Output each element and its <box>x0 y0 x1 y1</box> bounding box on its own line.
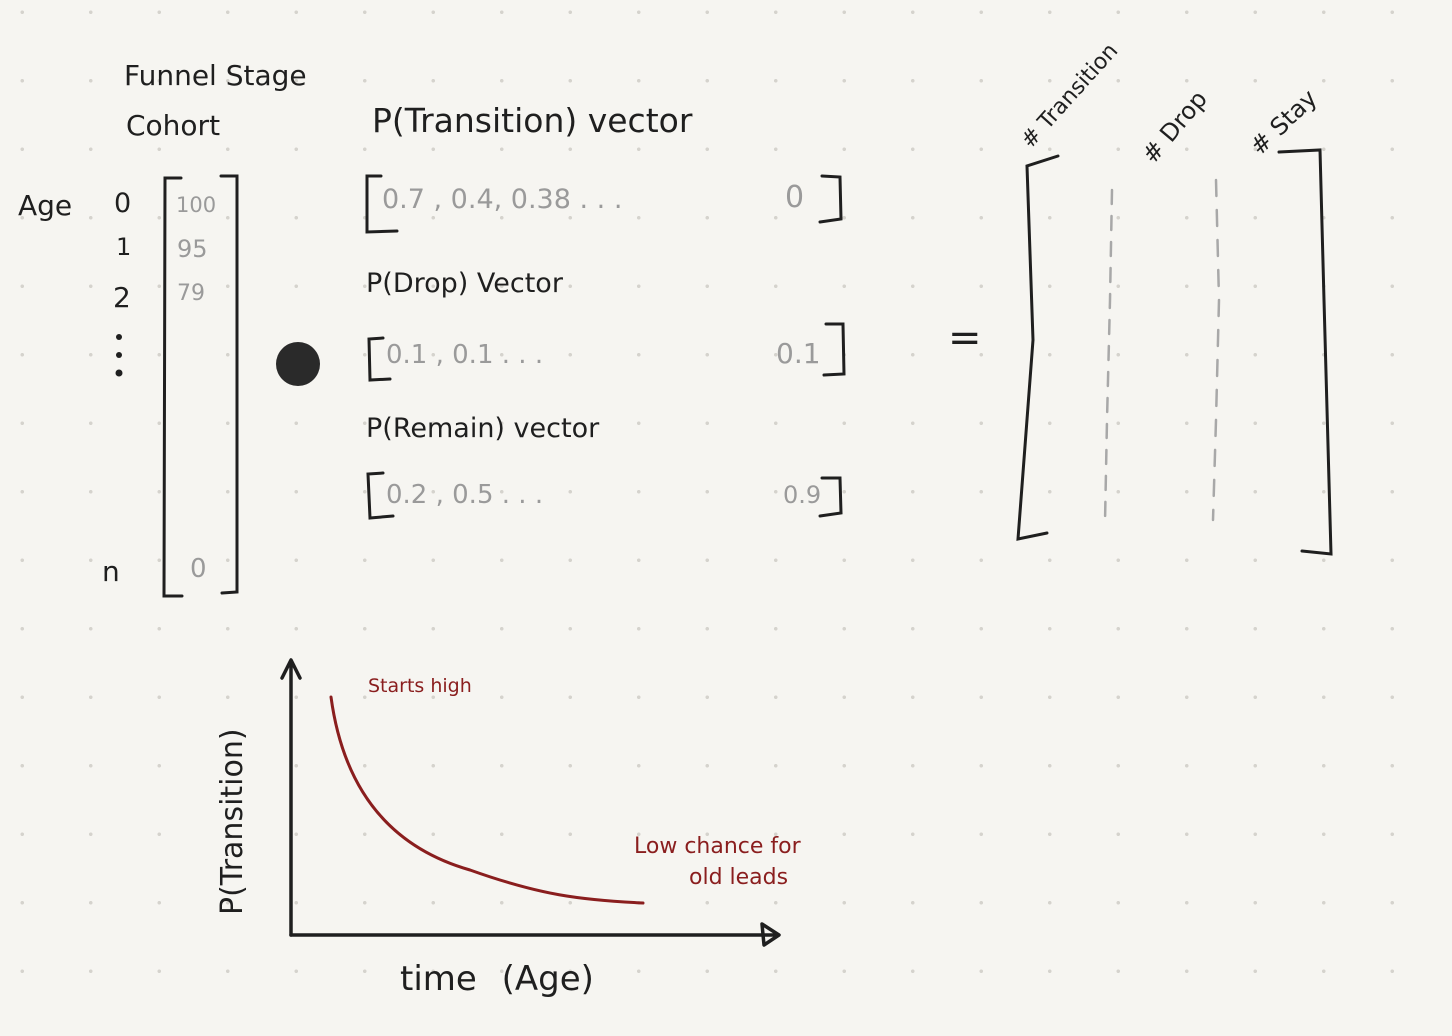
matrix-divider-1 <box>1103 188 1114 524</box>
transition-left-bracket <box>365 174 399 234</box>
cohort-value-2: 79 <box>177 281 205 306</box>
age-1: 1 <box>116 233 132 261</box>
cohort-left-bracket <box>162 176 184 598</box>
matrix-divider-2 <box>1211 178 1221 522</box>
chart-x-axis-label: time (Age) <box>400 959 594 999</box>
dot-product-operator <box>276 342 320 386</box>
age-2: 2 <box>113 281 131 314</box>
chart-series-line <box>329 695 645 905</box>
remain-vector-values: 0.2 , 0.5 . . . <box>386 480 544 510</box>
age-label: Age <box>18 189 73 222</box>
drop-vector-last: 0.1 <box>776 337 821 370</box>
chart-annotation-end-line2: old leads <box>689 865 789 890</box>
age-ellipsis-dot <box>116 334 122 340</box>
age-n: n <box>102 555 120 588</box>
remain-vector-title: P(Remain) vector <box>366 413 600 444</box>
cohort-right-bracket <box>219 174 239 595</box>
cohort-title-line1: Funnel Stage <box>124 59 307 92</box>
age-ellipsis-dot <box>116 352 122 358</box>
cohort-title-line2: Cohort <box>126 109 221 142</box>
transition-vector-title: P(Transition) vector <box>372 101 693 140</box>
matrix-right-bracket <box>1277 148 1333 556</box>
cohort-value-n: 0 <box>190 554 207 584</box>
chart-x-axis <box>289 922 781 947</box>
age-ellipsis-dot <box>115 369 123 377</box>
chart-y-axis <box>280 658 302 937</box>
cohort-value-1: 95 <box>177 235 208 263</box>
cohort-value-0: 100 <box>176 193 217 217</box>
matrix-left-bracket <box>1016 154 1060 541</box>
drop-left-bracket <box>367 336 392 382</box>
chart-annotation-end-line1: Low chance for <box>634 834 801 859</box>
transition-vector-last: 0 <box>785 180 805 215</box>
age-0: 0 <box>114 188 132 219</box>
transition-right-bracket <box>818 174 843 224</box>
chart-annotation-start: Starts high <box>368 675 472 697</box>
chart-y-axis-label: P(Transition) <box>215 728 250 915</box>
drop-right-bracket <box>822 322 846 377</box>
drop-vector-title: P(Drop) Vector <box>366 268 563 299</box>
remain-left-bracket <box>366 471 395 520</box>
drop-vector-values: 0.1 , 0.1 . . . <box>386 340 544 370</box>
remain-right-bracket <box>818 476 843 518</box>
equals-sign: = <box>948 315 982 361</box>
transition-vector-values: 0.7 , 0.4, 0.38 . . . <box>382 184 623 215</box>
remain-vector-last: 0.9 <box>783 481 822 509</box>
